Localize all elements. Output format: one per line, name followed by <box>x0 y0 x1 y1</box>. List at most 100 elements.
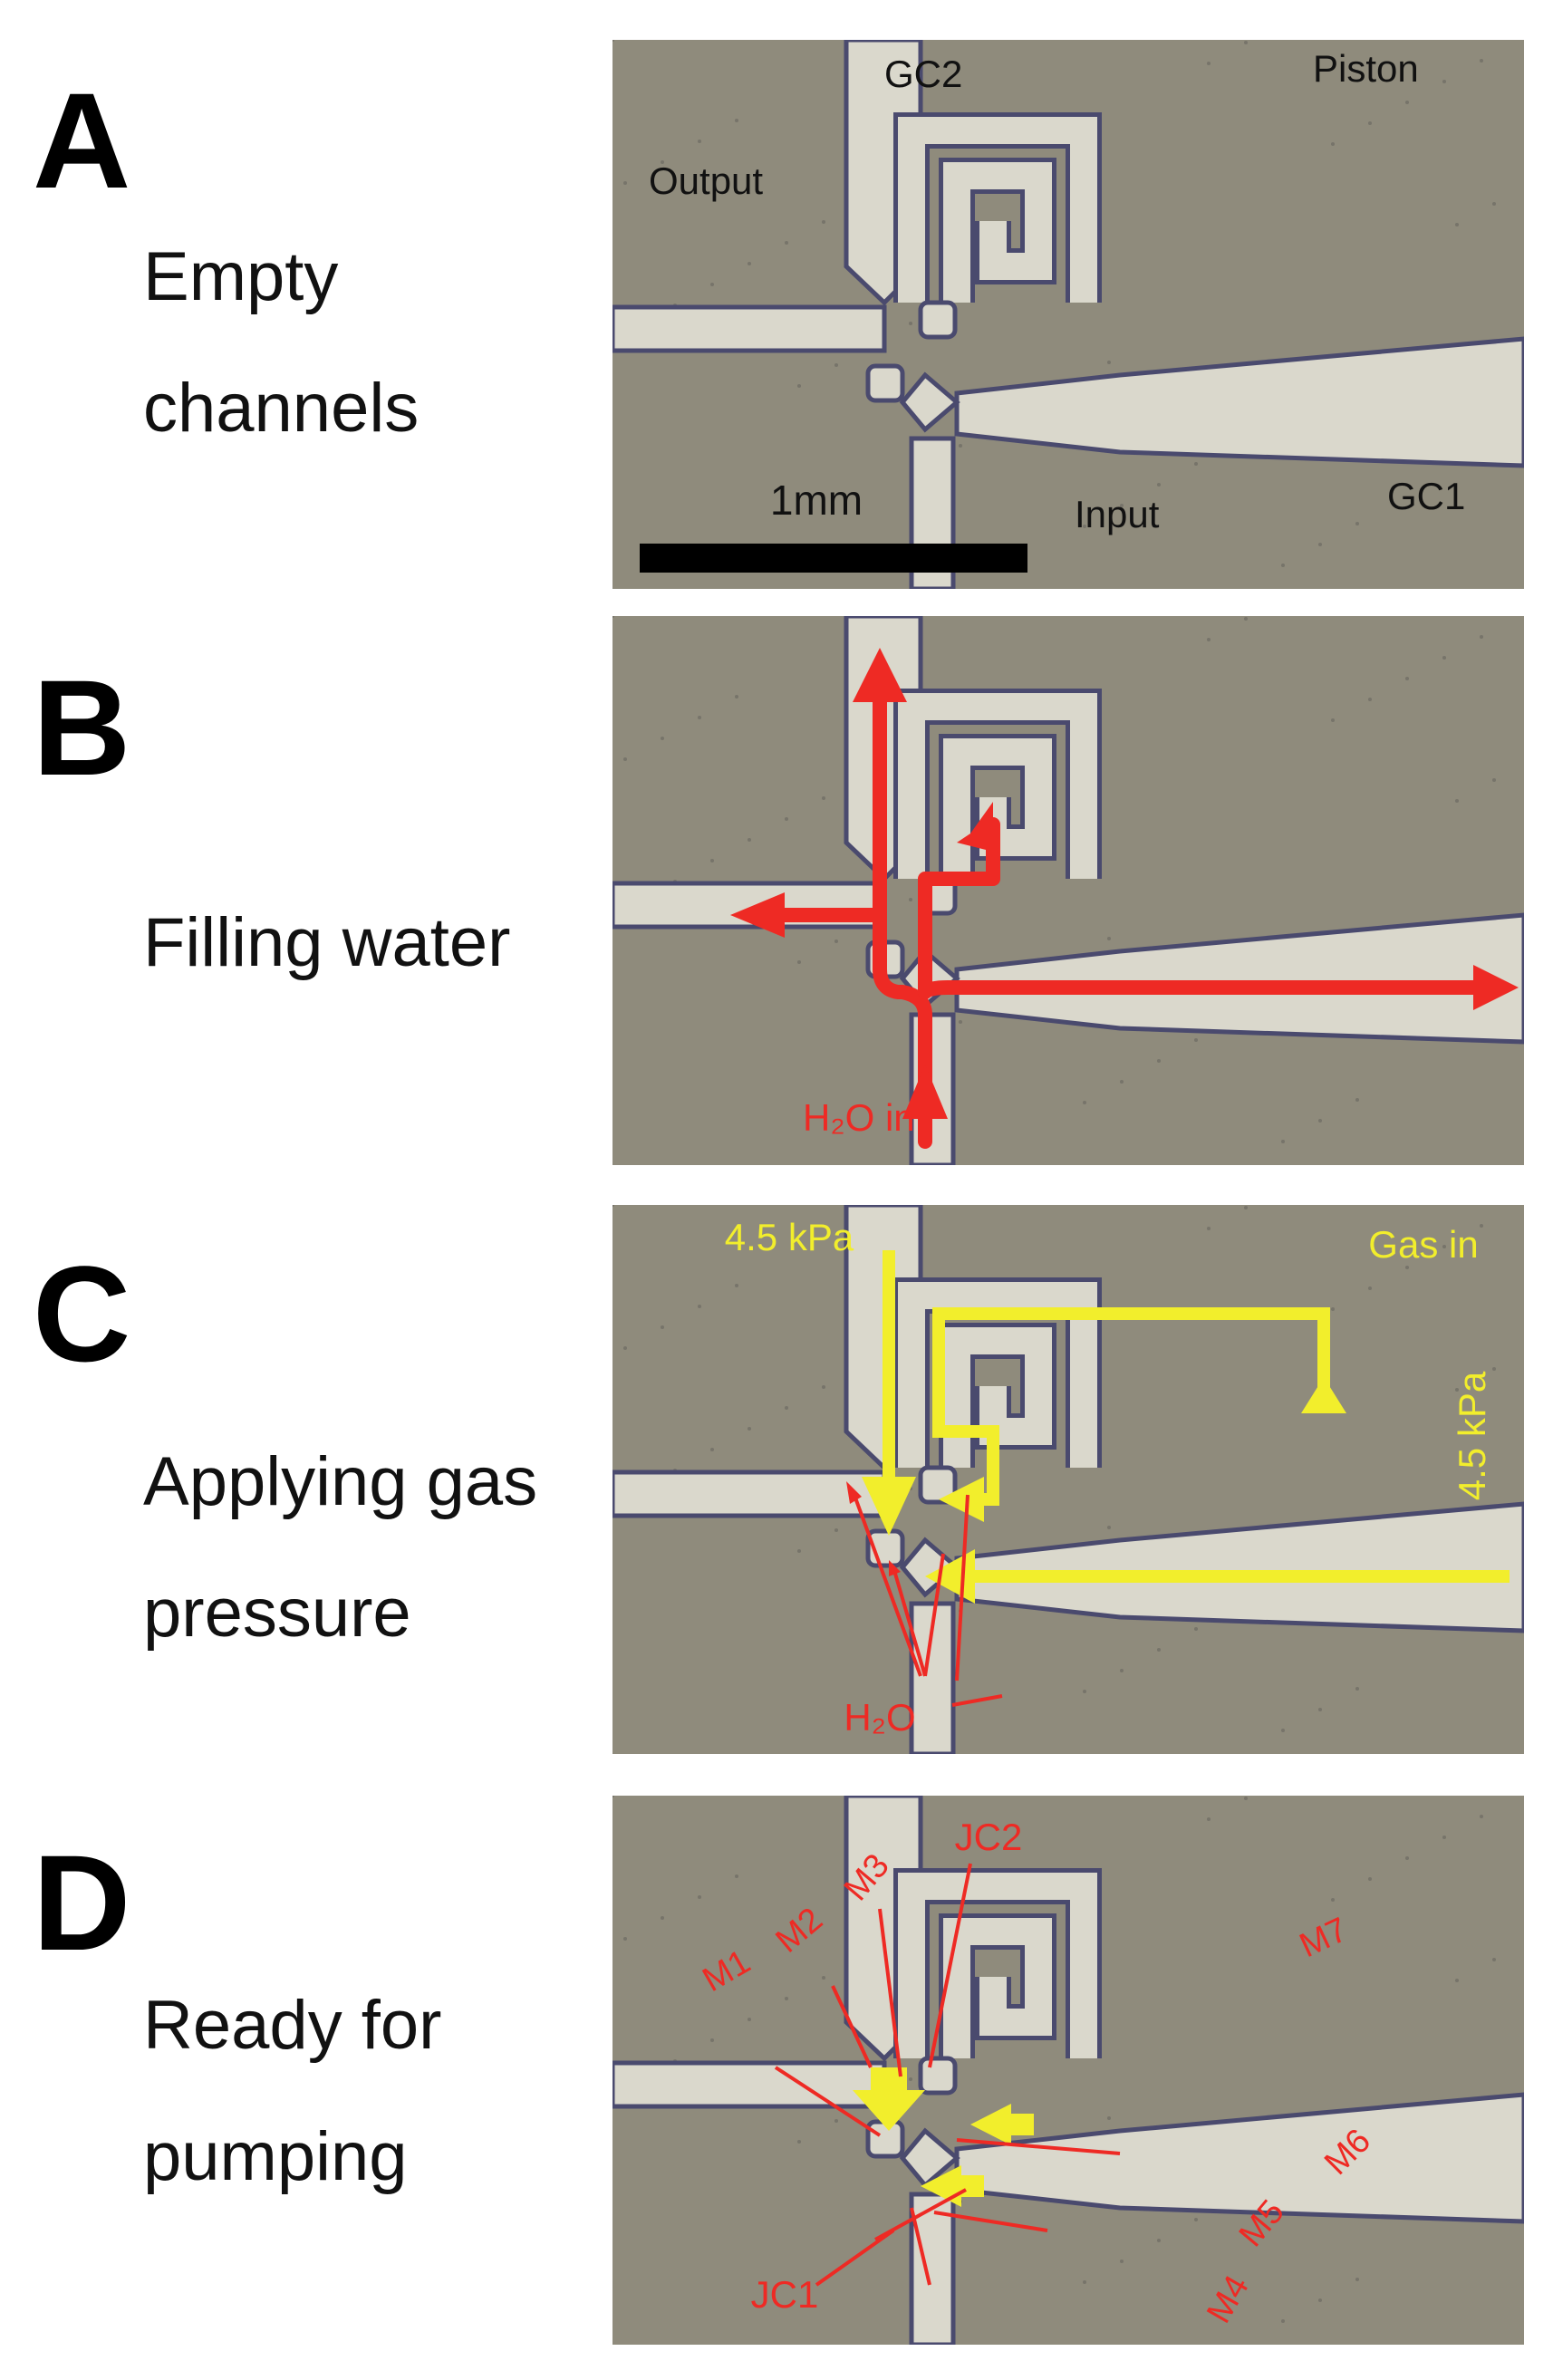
substrate-speck <box>661 737 664 740</box>
substrate-speck <box>1157 483 1161 487</box>
substrate-speck <box>735 1874 738 1878</box>
substrate-speck <box>797 1549 801 1553</box>
substrate-speck <box>797 960 801 964</box>
substrate-speck <box>785 817 788 821</box>
substrate-speck <box>959 444 962 448</box>
substrate-speck <box>698 140 701 143</box>
panel-c-micrograph: 4.5 kPa Gas in 4.5 kPa H₂O <box>613 1205 1524 1754</box>
substrate-speck <box>1244 41 1248 44</box>
substrate-speck <box>834 363 838 367</box>
substrate-speck <box>623 181 627 185</box>
substrate-speck <box>834 2119 838 2123</box>
substrate-speck <box>1281 564 1285 567</box>
gas-arrows <box>883 1250 1510 1583</box>
piston-spiral <box>898 117 1097 303</box>
channel <box>954 1501 1524 1633</box>
caption-c-line2: pressure <box>143 1575 411 1652</box>
gas-path-piston <box>932 1307 1330 1506</box>
chip-channels <box>613 1205 1524 1754</box>
channel <box>613 2060 887 2109</box>
substrate-speck <box>748 838 751 842</box>
h2o-pointer-lines <box>851 1489 1003 1707</box>
substrate-speck <box>834 939 838 943</box>
arrow-head-up <box>853 648 907 702</box>
substrate-speck <box>797 2140 801 2144</box>
substrate-speck <box>785 1997 788 2000</box>
channel <box>899 2127 960 2189</box>
substrate-speck <box>1281 1140 1285 1143</box>
substrate-speck <box>1207 62 1211 65</box>
channel <box>918 1465 958 1505</box>
substrate-speck <box>1107 361 1111 364</box>
gas-arrow-head-piston <box>939 1477 984 1522</box>
panel-letter-a: A <box>33 64 131 217</box>
substrate-speck <box>822 796 825 800</box>
substrate-speck <box>1157 1648 1161 1652</box>
substrate-speck <box>1405 1856 1409 1860</box>
substrate-speck <box>698 1305 701 1308</box>
substrate-speck <box>1157 1059 1161 1063</box>
substrate-speck <box>1083 1101 1086 1104</box>
substrate-speck <box>1120 2260 1124 2263</box>
substrate-speck <box>909 898 912 901</box>
arrow-head-input <box>902 1065 948 1119</box>
marker-pointer-lines <box>774 1863 1121 2287</box>
substrate-speck <box>748 2018 751 2021</box>
substrate-speck <box>1355 2278 1359 2281</box>
substrate-speck <box>1083 2280 1086 2284</box>
channel <box>865 363 905 403</box>
substrate-speck <box>1194 2218 1198 2221</box>
substrate-speck <box>1244 617 1248 621</box>
substrate-speck <box>1083 1690 1086 1693</box>
arrow-head-piston <box>957 802 993 852</box>
label-jc2: JC2 <box>955 1816 1023 1858</box>
substrate-speck <box>1244 1206 1248 1209</box>
substrate-speck <box>1455 1979 1459 1982</box>
substrate-speck <box>1480 1224 1483 1228</box>
substrate-speck <box>698 716 701 719</box>
panel-letter-b: B <box>33 651 131 804</box>
substrate-speck <box>797 384 801 388</box>
label-gc1: GC1 <box>1387 475 1465 517</box>
substrate-speck <box>1120 1080 1124 1084</box>
substrate-speck <box>1107 2116 1111 2120</box>
channel <box>865 2119 905 2159</box>
substrate-speck <box>661 1325 664 1329</box>
gas-arrow-head-up <box>1301 1377 1346 1413</box>
substrate-speck <box>613 1796 614 1797</box>
substrate-speck <box>1492 1958 1496 1961</box>
substrate-speck <box>1318 543 1322 546</box>
substrate-speck <box>748 1427 751 1431</box>
substrate-speck <box>1480 59 1483 63</box>
substrate-speck <box>1355 1687 1359 1691</box>
substrate-speck <box>735 119 738 122</box>
substrate-speck <box>661 160 664 164</box>
substrate-speck <box>1405 677 1409 680</box>
substrate-speck <box>1318 1708 1322 1711</box>
panel-letter-d: D <box>33 1826 131 1979</box>
substrate-speck <box>1368 1877 1372 1881</box>
substrate-speck <box>1281 2319 1285 2323</box>
substrate-speck <box>1442 80 1446 83</box>
substrate-speck <box>1107 1526 1111 1529</box>
substrate-speck <box>613 40 614 42</box>
panel-letter-c: C <box>33 1238 131 1390</box>
scale-bar-label: 1mm <box>770 477 863 524</box>
substrate-speck <box>735 1284 738 1287</box>
flow-path-up <box>873 690 932 1149</box>
substrate-speck <box>1455 799 1459 803</box>
substrate-speck <box>1331 1307 1335 1311</box>
label-pressure-side: 4.5 kPa <box>1451 1371 1493 1500</box>
substrate-speck <box>661 1916 664 1920</box>
substrate-speck <box>1318 1119 1322 1123</box>
substrate-speck <box>822 1976 825 1980</box>
substrate-speck <box>1368 698 1372 701</box>
chip-channels <box>613 40 1524 589</box>
substrate-speck <box>822 220 825 224</box>
label-h2o-in: H₂O in <box>803 1096 915 1139</box>
substrate-speck <box>1480 1815 1483 1818</box>
arrow-head-left <box>730 892 785 938</box>
substrate-speck <box>613 1205 614 1207</box>
piston-spiral <box>898 1873 1097 2058</box>
